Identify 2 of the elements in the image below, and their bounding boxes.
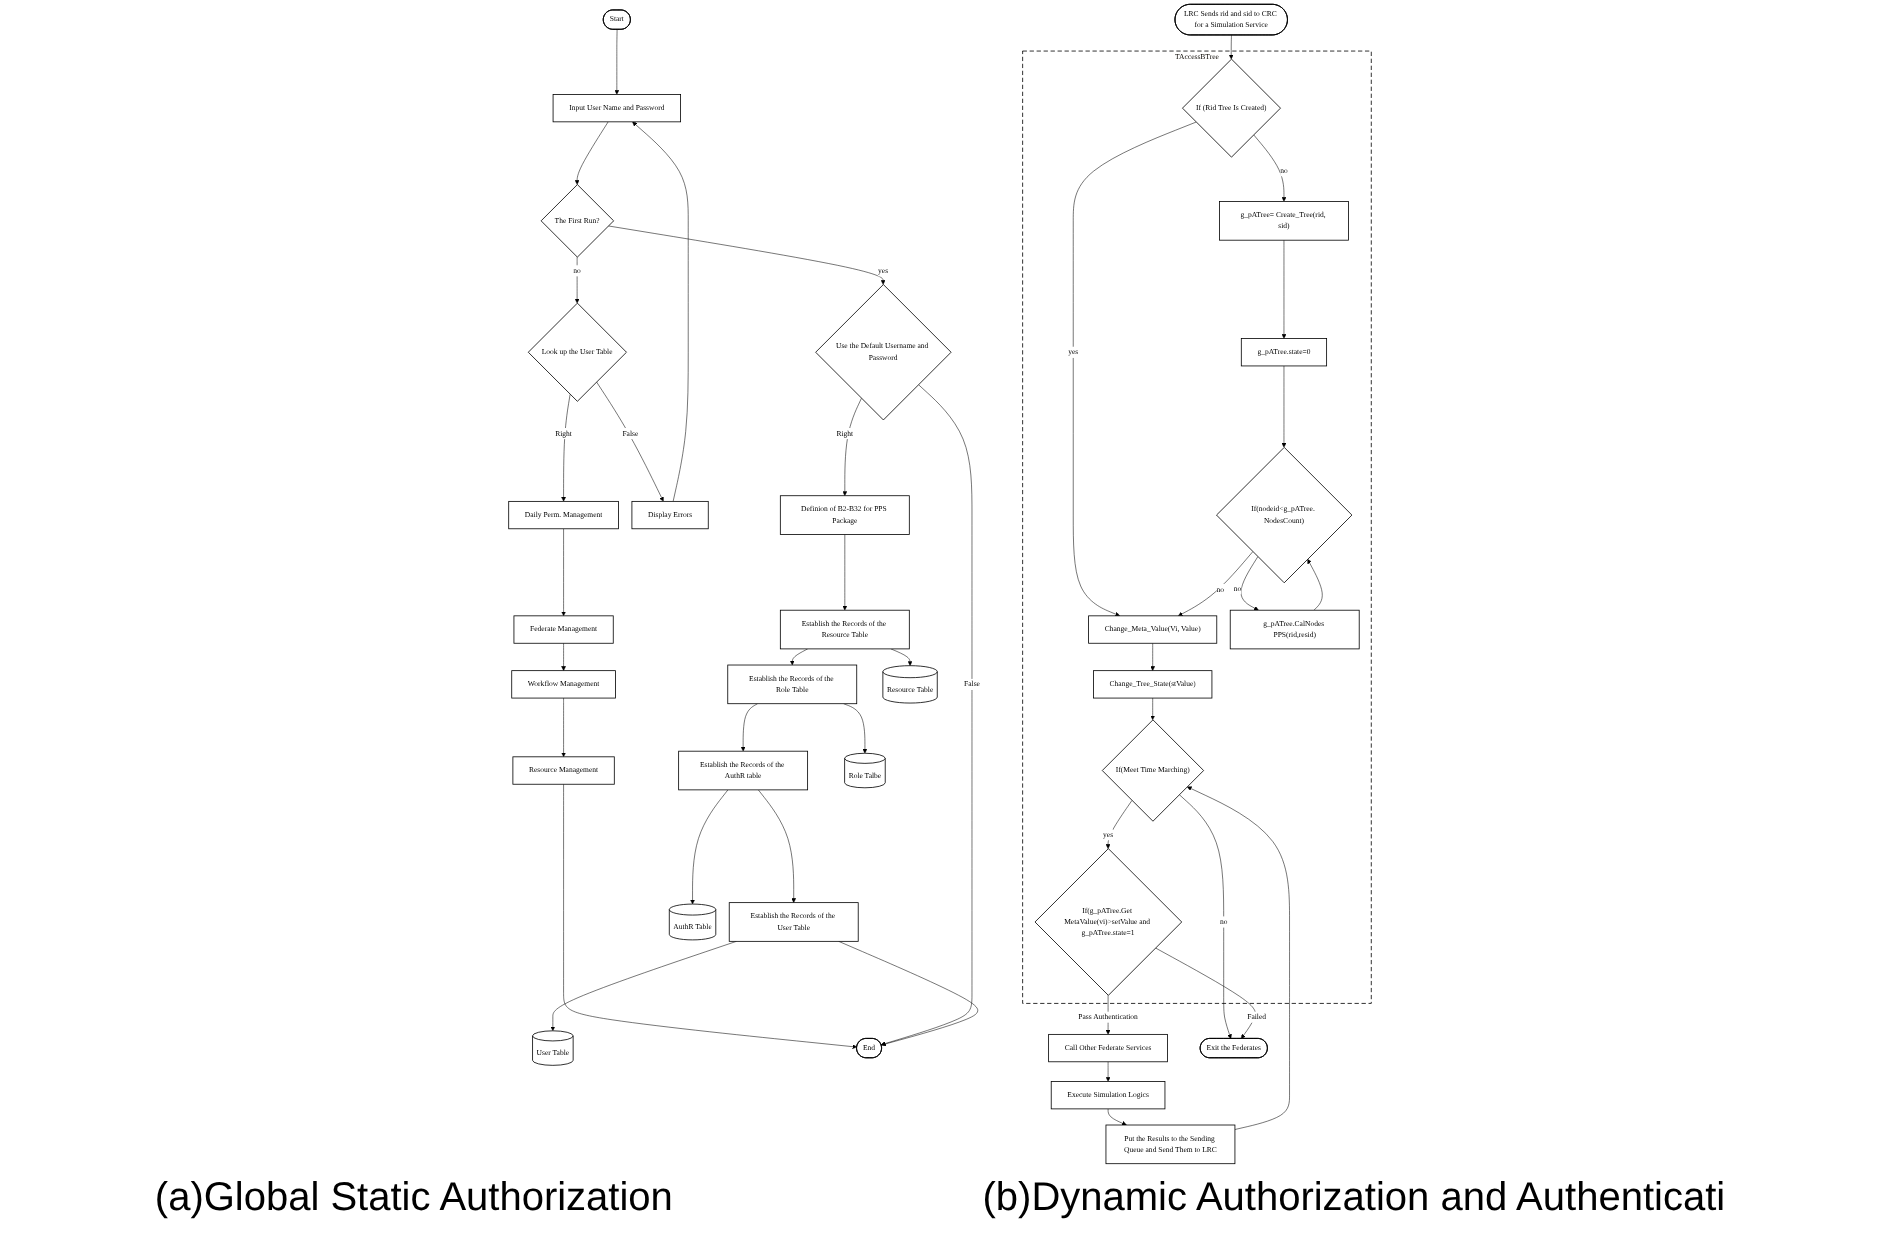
- figure-caption: (a)Global Static Authorization: [154, 1176, 673, 1222]
- figure-caption: (b)Dynamic Authorization and Authenticati: [982, 1176, 1726, 1222]
